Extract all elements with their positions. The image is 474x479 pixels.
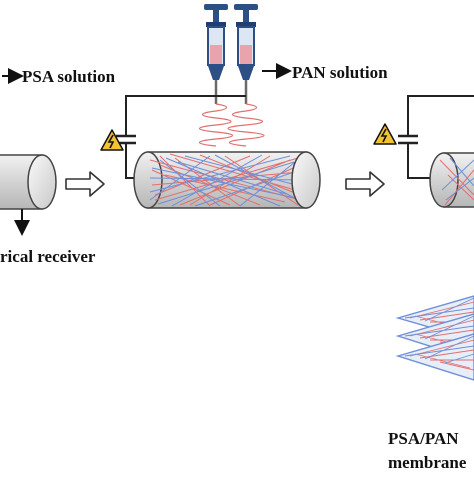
plunger-cap: [204, 4, 228, 10]
hazard-icon: [373, 123, 397, 145]
hazard-icon: [100, 129, 124, 151]
syringe-tip: [208, 66, 224, 80]
pan-solution-label: PAN solution: [292, 63, 388, 82]
hollow-arrow-icon: [65, 171, 105, 197]
membrane-layer: [395, 333, 474, 381]
barrel-flange: [206, 22, 226, 27]
middle-cylinder: [133, 151, 321, 209]
plunger-rod: [243, 10, 249, 24]
receiver-label: rical receiver: [0, 247, 96, 266]
syringe-tip: [238, 66, 254, 80]
pan-syringe: [234, 4, 258, 104]
membrane-label-line2: membrane: [388, 453, 467, 472]
membrane-label-line1: PSA/PAN: [388, 429, 459, 448]
psa-liquid: [210, 45, 222, 64]
barrel-flange: [236, 22, 256, 27]
psa-syringe: [204, 4, 228, 104]
right-circuit: [398, 95, 474, 179]
plunger-cap: [234, 4, 258, 10]
psa-solution-label: PSA solution: [22, 67, 116, 86]
membrane-stack: [395, 295, 474, 381]
plunger-rod: [213, 10, 219, 24]
left-cylinder: [0, 154, 57, 236]
fiber-mesh: [149, 153, 301, 207]
pan-liquid: [240, 45, 252, 64]
electrospinning-jets: [198, 103, 265, 147]
hollow-arrow-icon: [345, 171, 385, 197]
right-cylinder: [429, 152, 474, 208]
